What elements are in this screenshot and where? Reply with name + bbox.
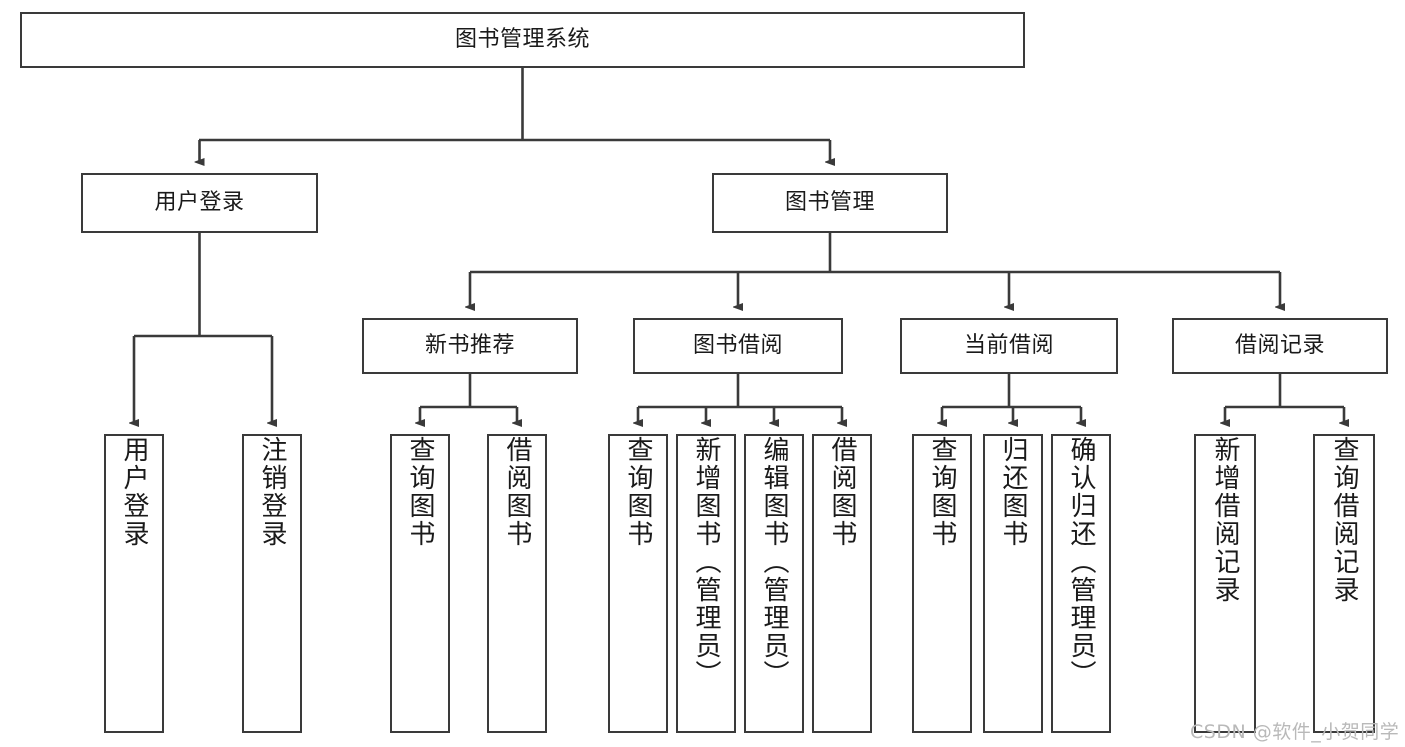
node-book-manage[interactable]: 图书管理	[712, 173, 948, 233]
node-leaf-confirm-return[interactable]: 确认归还（管理员）	[1051, 434, 1111, 733]
node-leaf-return-book[interactable]: 归还图书	[983, 434, 1043, 733]
node-current-borrow[interactable]: 当前借阅	[900, 318, 1118, 374]
node-label: 图书借阅	[692, 333, 783, 359]
node-leaf-borrow-book-2[interactable]: 借阅图书	[812, 434, 872, 733]
node-label: 确认归还（管理员）	[1066, 436, 1097, 688]
node-new-book-rec[interactable]: 新书推荐	[362, 318, 578, 374]
node-label: 查询图书	[405, 436, 436, 548]
node-root[interactable]: 图书管理系统	[20, 12, 1025, 68]
node-leaf-query-book-1[interactable]: 查询图书	[390, 434, 450, 733]
node-label: 新增借阅记录	[1210, 436, 1241, 604]
node-leaf-add-book[interactable]: 新增图书（管理员）	[676, 434, 736, 733]
node-leaf-user-logout[interactable]: 注销登录	[242, 434, 302, 733]
node-label: 借阅记录	[1234, 333, 1325, 359]
node-label: 归还图书	[998, 436, 1029, 548]
node-borrow-record[interactable]: 借阅记录	[1172, 318, 1388, 374]
node-label: 借阅图书	[827, 436, 858, 548]
node-label: 图书管理系统	[454, 27, 590, 53]
node-label: 注销登录	[257, 436, 288, 548]
node-leaf-query-book-3[interactable]: 查询图书	[912, 434, 972, 733]
node-user-login[interactable]: 用户登录	[81, 173, 318, 233]
node-label: 新书推荐	[424, 333, 515, 359]
node-leaf-user-login[interactable]: 用户登录	[104, 434, 164, 733]
node-leaf-query-record[interactable]: 查询借阅记录	[1313, 434, 1375, 733]
node-label: 当前借阅	[963, 333, 1054, 359]
node-label: 查询借阅记录	[1329, 436, 1360, 604]
node-leaf-borrow-book-1[interactable]: 借阅图书	[487, 434, 547, 733]
node-label: 查询图书	[623, 436, 654, 548]
node-label: 借阅图书	[502, 436, 533, 548]
node-leaf-edit-book[interactable]: 编辑图书（管理员）	[744, 434, 804, 733]
node-label: 图书管理	[784, 190, 875, 216]
node-label: 用户登录	[154, 190, 245, 216]
node-book-borrow[interactable]: 图书借阅	[633, 318, 843, 374]
node-label: 用户登录	[119, 436, 150, 548]
node-label: 新增图书（管理员）	[691, 436, 722, 688]
node-leaf-add-record[interactable]: 新增借阅记录	[1194, 434, 1256, 733]
node-label: 编辑图书（管理员）	[759, 436, 790, 688]
node-label: 查询图书	[927, 436, 958, 548]
node-leaf-query-book-2[interactable]: 查询图书	[608, 434, 668, 733]
